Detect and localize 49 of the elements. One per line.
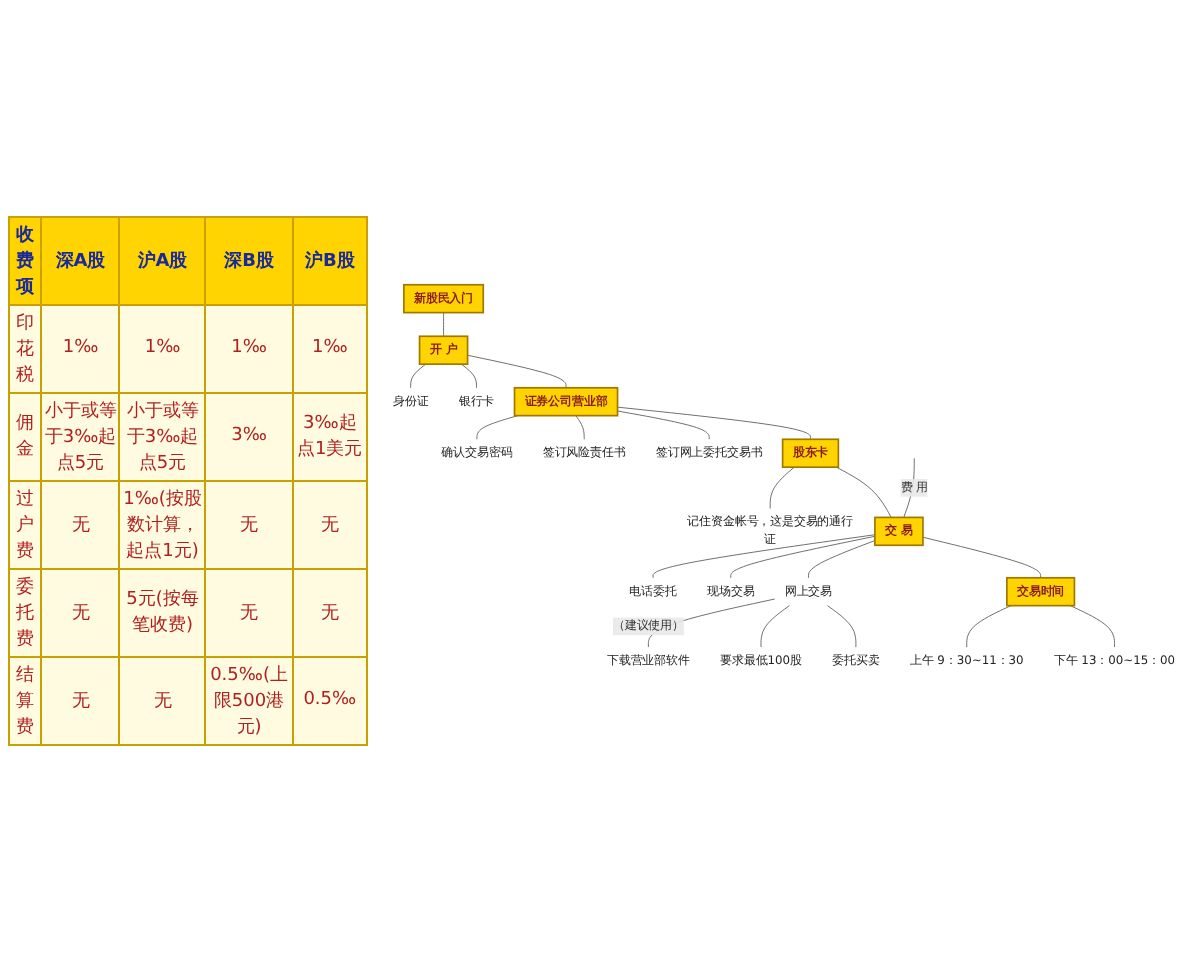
- connector: [617, 410, 710, 440]
- table-cell: 小于或等于3‰起点5元: [41, 392, 120, 480]
- table-cell: 无: [292, 480, 367, 568]
- table-cell: 1‰: [119, 304, 206, 392]
- connector: [652, 534, 876, 579]
- table-cell: 0.5‰: [292, 656, 367, 744]
- table-cell: 1‰(按股数计算，起点1元): [119, 480, 206, 568]
- connector: [922, 536, 1042, 579]
- connector: [966, 605, 1012, 648]
- table-header-cell: 沪B股: [292, 216, 367, 304]
- connector: [443, 312, 444, 337]
- table-cell: 无: [205, 568, 293, 656]
- connector: [460, 363, 477, 389]
- row-header-cell: 印花税: [9, 304, 42, 392]
- table-cell: 3‰起点1美元: [292, 392, 367, 480]
- table-cell: 0.5‰(上限500港元): [205, 656, 293, 744]
- connector: [467, 355, 567, 389]
- connector: [769, 466, 795, 510]
- table-cell: 1‰: [292, 304, 367, 392]
- connector: [476, 415, 519, 440]
- table-cell: 1‰: [205, 304, 293, 392]
- connector: [835, 466, 892, 518]
- table-header-cell: 收费项: [9, 216, 42, 304]
- table-cell: 无: [41, 656, 120, 744]
- table-header-cell: 深A股: [41, 216, 120, 304]
- connector: [808, 540, 876, 579]
- connector: [575, 415, 585, 440]
- table-cell: 无: [119, 656, 206, 744]
- table-header-cell: 深B股: [205, 216, 293, 304]
- row-header-cell: 过户费: [9, 480, 42, 568]
- connector: [760, 605, 790, 648]
- table-cell: 无: [205, 480, 293, 568]
- table-cell: 5元(按每笔收费): [119, 568, 206, 656]
- row-header-cell: 佣金: [9, 392, 42, 480]
- connector: [1069, 605, 1115, 648]
- row-header-cell: 结算费: [9, 656, 42, 744]
- connector: [730, 536, 876, 579]
- table-cell: 无: [41, 568, 120, 656]
- connector: [410, 363, 427, 389]
- connector: [827, 605, 857, 648]
- connector: [617, 406, 811, 440]
- row-header-cell: 委托费: [9, 568, 42, 656]
- table-cell: 小于或等于3‰起点5元: [119, 392, 206, 480]
- connector: [903, 458, 915, 518]
- table-cell: 无: [292, 568, 367, 656]
- table-cell: 3‰: [205, 392, 293, 480]
- table-cell: 无: [41, 480, 120, 568]
- table-header-cell: 沪A股: [119, 216, 206, 304]
- table-cell: 1‰: [41, 304, 120, 392]
